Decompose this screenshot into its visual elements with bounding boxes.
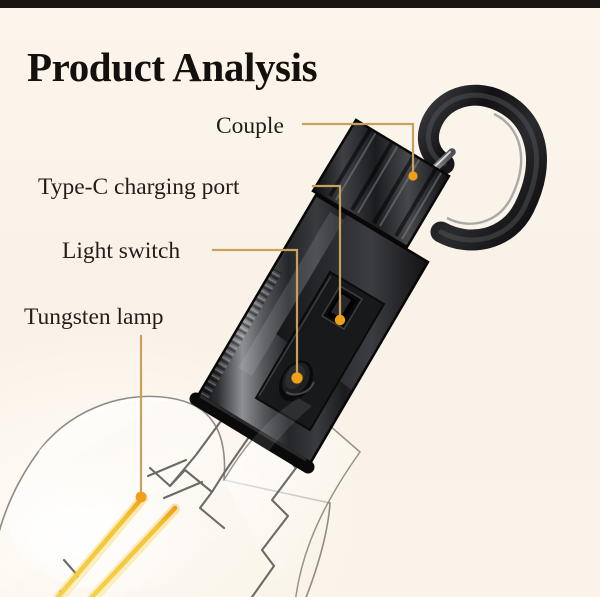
callout-label-couple: Couple [216,113,284,139]
callout-label-type-c-charging-port: Type-C charging port [38,174,240,200]
callout-label-light-switch: Light switch [62,238,181,264]
bulb-illustration [0,395,362,597]
top-letterbox-bar [0,0,600,8]
tungsten-filament [53,492,181,597]
callout-label-tungsten-lamp: Tungsten lamp [24,304,164,330]
page-title: Product Analysis [27,44,318,90]
